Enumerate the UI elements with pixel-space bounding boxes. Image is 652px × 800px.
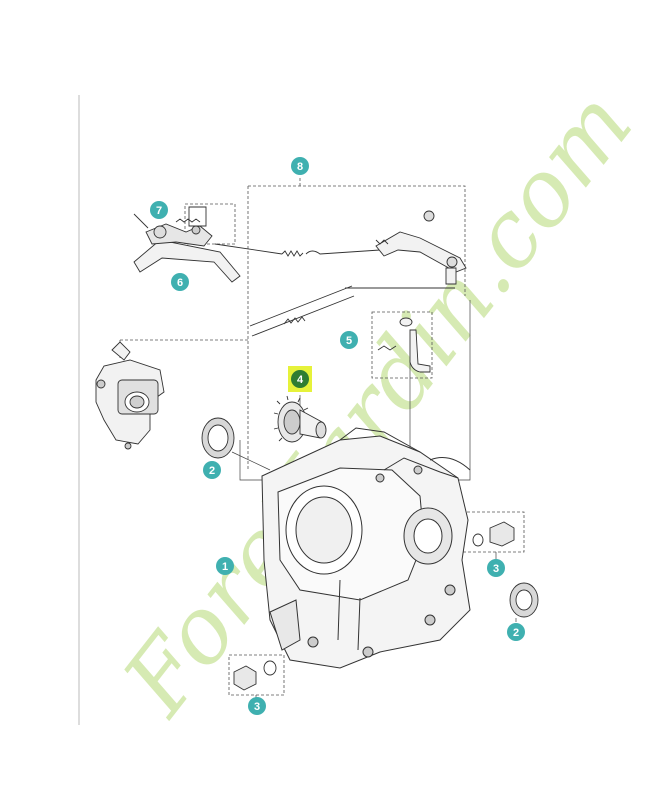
callout-6: 6 [171,273,189,291]
screw-box-left [228,654,285,696]
carburetor-part [95,341,165,450]
linkage-group-box [119,178,466,470]
oil-seal-right [509,582,539,618]
drain-plug-right [472,521,515,547]
governor-lever-part [375,210,467,285]
drain-plug-left [233,660,277,691]
callout-7: 7 [150,201,168,219]
oil-seal-left [201,417,235,459]
svg-text:7: 7 [156,205,162,217]
callout-5: 5 [340,331,358,349]
callout-2-left: 2 [203,461,221,479]
control-rod-part [377,317,431,373]
callout-3-right: 3 [487,559,505,577]
svg-text:1: 1 [222,561,228,573]
callout-8: 8 [291,157,309,175]
governor-gear-part [273,395,327,443]
governor-arm-box [184,203,236,245]
callout-4: 4 [288,366,312,392]
svg-text:4: 4 [297,374,304,386]
throttle-spring-rod [214,243,455,337]
callout-1: 1 [216,557,234,575]
callout-2-right: 2 [507,623,525,641]
svg-text:2: 2 [513,627,519,639]
screw-box-right [461,511,525,553]
crankcase-part [261,427,471,669]
callout-3-left: 3 [248,697,266,715]
svg-text:3: 3 [493,563,499,575]
governor-arm-part [133,206,241,283]
svg-text:6: 6 [177,277,183,289]
svg-text:2: 2 [209,465,215,477]
svg-text:5: 5 [346,335,352,347]
rod-group-box [371,311,433,379]
svg-text:3: 3 [254,701,260,713]
svg-text:8: 8 [297,161,303,173]
